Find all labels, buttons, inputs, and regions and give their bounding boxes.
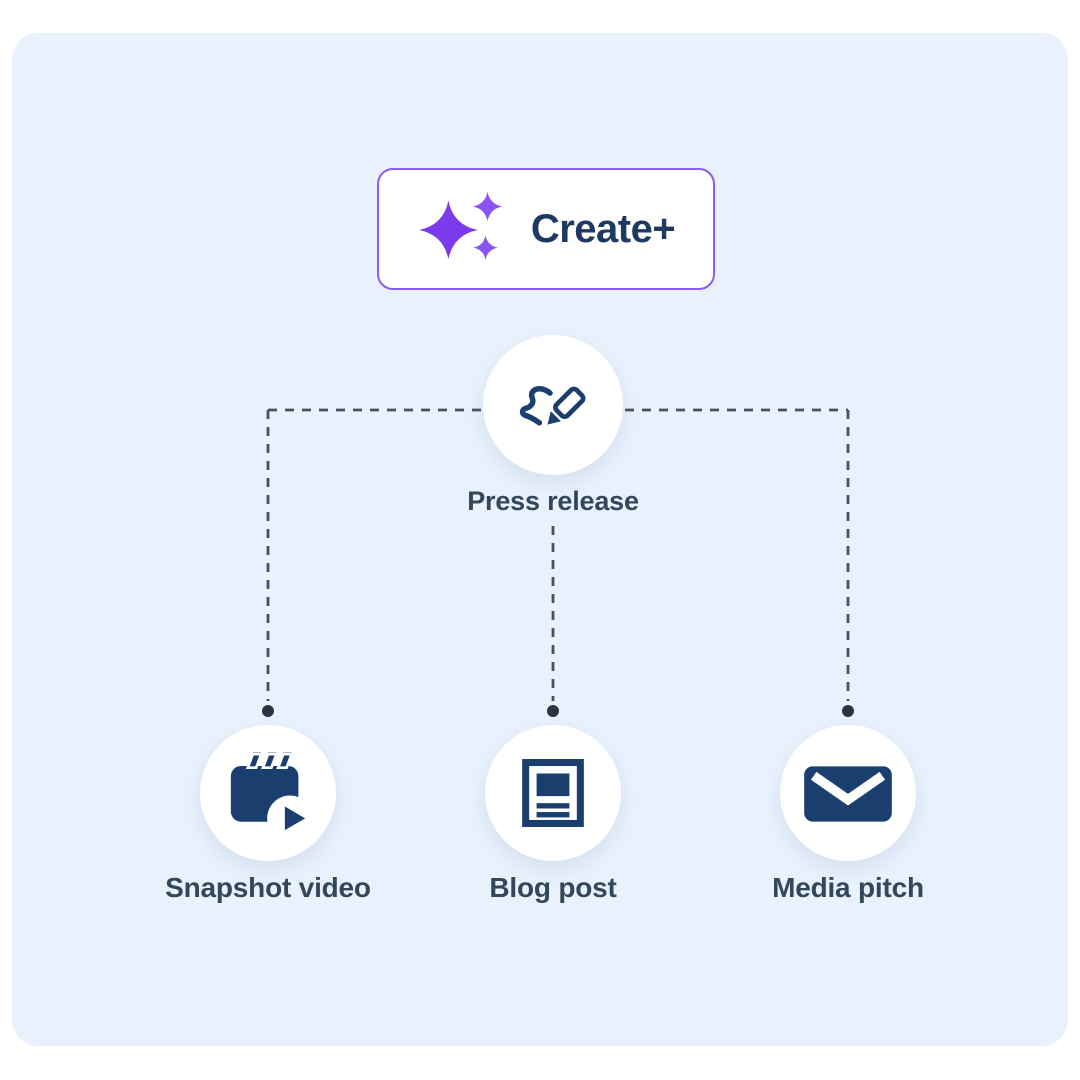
root-node-label: Create+ bbox=[530, 206, 676, 251]
media-pitch-label: Media pitch bbox=[772, 872, 924, 903]
connector-endpoint-dot bbox=[842, 705, 854, 717]
blog-post-label: Blog post bbox=[489, 872, 617, 903]
connector-endpoint-dot bbox=[547, 705, 559, 717]
article-icon bbox=[522, 759, 584, 827]
connector-endpoint-dot bbox=[262, 705, 274, 717]
snapshot-video-node bbox=[200, 725, 336, 861]
snapshot-video-label: Snapshot video bbox=[165, 872, 371, 903]
create-plus-card: Create+ bbox=[377, 168, 715, 290]
press-release-node bbox=[483, 335, 623, 475]
sparkles-icon bbox=[418, 191, 502, 260]
video-clapper-icon bbox=[230, 752, 313, 842]
blog-post-node bbox=[485, 725, 621, 861]
press-release-label: Press release bbox=[467, 486, 639, 516]
pen-scribble-icon bbox=[519, 386, 586, 426]
envelope-icon bbox=[804, 766, 892, 822]
media-pitch-node bbox=[780, 725, 916, 861]
